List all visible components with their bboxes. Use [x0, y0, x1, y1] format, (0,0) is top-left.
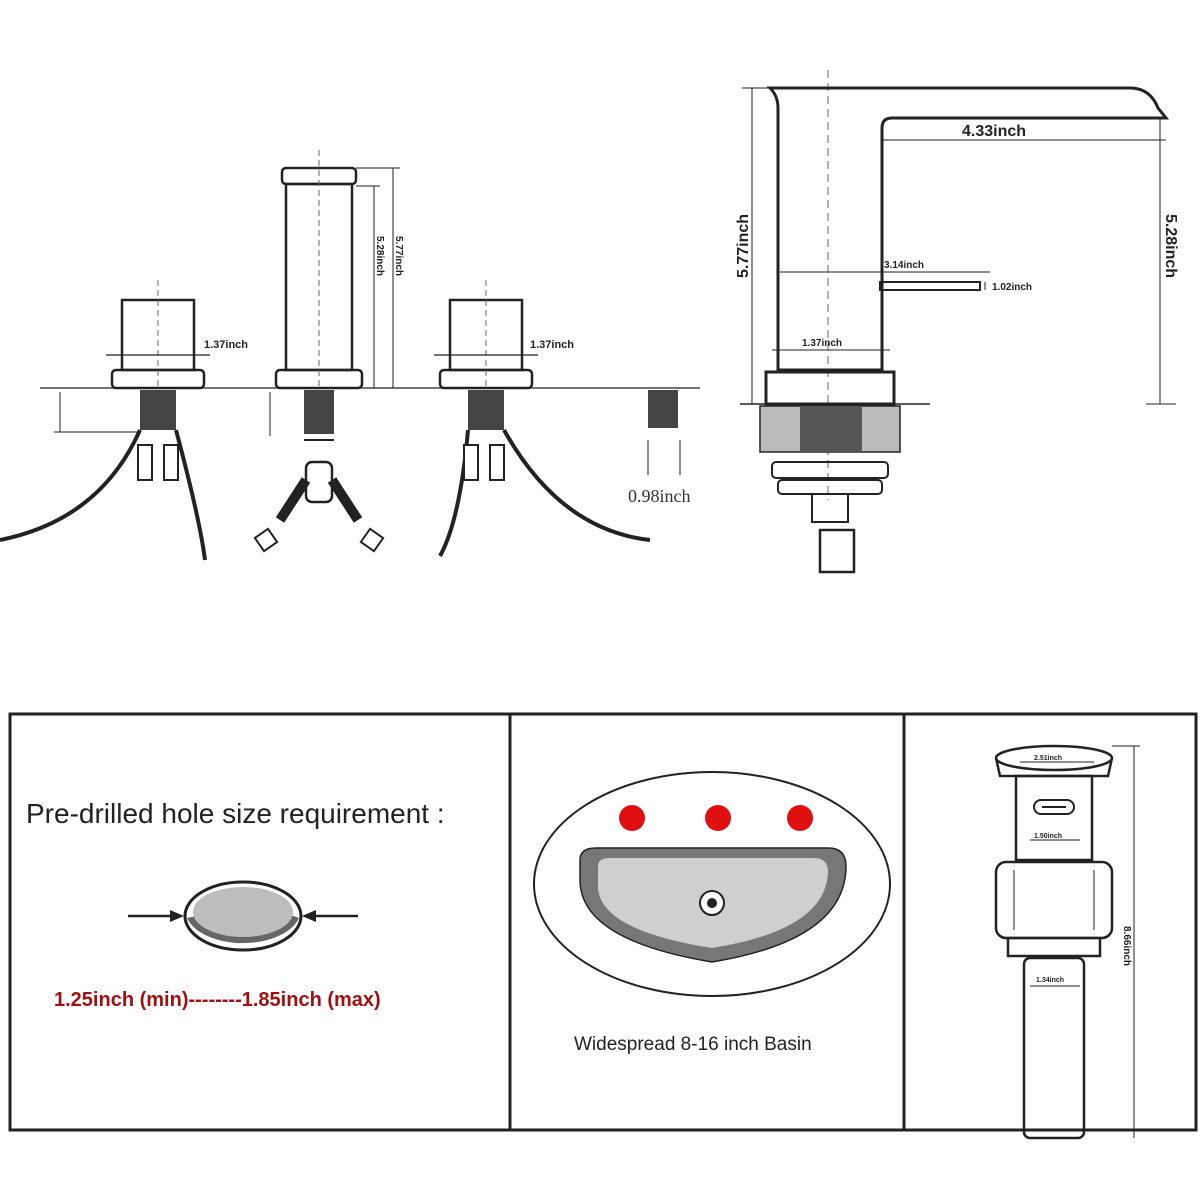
- dim-total-length: 8.66inch: [1121, 926, 1132, 966]
- basin-caption: Widespread 8-16 inch Basin: [574, 1034, 812, 1055]
- center-spout: [253, 150, 400, 553]
- side-view: 4.33inch 5.77inch 5.28inch 3.14inch 1.02…: [735, 70, 1179, 574]
- dim-tail-width: 1.34inch: [1036, 977, 1064, 984]
- dim-spout-reach: 4.33inch: [962, 123, 1026, 140]
- dim-right-handle-width: 1.37inch: [530, 339, 574, 351]
- faucet-hole-right: [787, 805, 813, 831]
- drain-panel: 2.51inch 1.50inch 8.66inch 1.34inch: [994, 744, 1140, 1140]
- overflow-slot: [1033, 799, 1075, 815]
- hole-size-panel: Pre-drilled hole size requirement : 1.25…: [26, 798, 445, 1011]
- front-view: 1.37inch 5.77inch 5.28inch 1.37inch 0.98…: [0, 150, 700, 561]
- hole-size-title: Pre-drilled hole size requirement :: [26, 798, 445, 829]
- dim-spout-height: 5.77inch: [393, 236, 404, 276]
- arrow-left-icon: [170, 910, 184, 922]
- dim-total-height: 5.77inch: [735, 214, 752, 278]
- arrow-right-icon: [302, 910, 316, 922]
- dim-handle-height: 1.02inch: [992, 282, 1032, 293]
- right-handle: [434, 280, 651, 557]
- drain-nut: [994, 860, 1114, 940]
- left-handle: [0, 280, 210, 561]
- faucet-hole-left: [619, 805, 645, 831]
- dim-body-width: 1.50inch: [1034, 833, 1062, 840]
- dim-base-diameter: 1.37inch: [802, 338, 842, 349]
- hole-interior: [193, 887, 293, 937]
- dim-hole-depth: 0.98inch: [628, 486, 691, 506]
- bottom-panels: Pre-drilled hole size requirement : 1.25…: [8, 712, 1198, 1140]
- dim-handle-length: 3.14inch: [884, 260, 924, 271]
- faucet-hole-center: [705, 805, 731, 831]
- dim-spout-body-height: 5.28inch: [374, 236, 385, 276]
- dim-cap-width: 2.51inch: [1034, 755, 1062, 762]
- basin-panel: Widespread 8-16 inch Basin: [533, 771, 891, 1055]
- dim-outlet-height: 5.28inch: [1162, 214, 1179, 278]
- drain-tailpiece: [1022, 956, 1086, 1140]
- dim-left-handle-width: 1.37inch: [204, 339, 248, 351]
- drain-body: [1014, 774, 1094, 862]
- mounting-nut: [647, 390, 681, 475]
- hole-size-range: 1.25inch (min)--------1.85inch (max): [54, 989, 381, 1011]
